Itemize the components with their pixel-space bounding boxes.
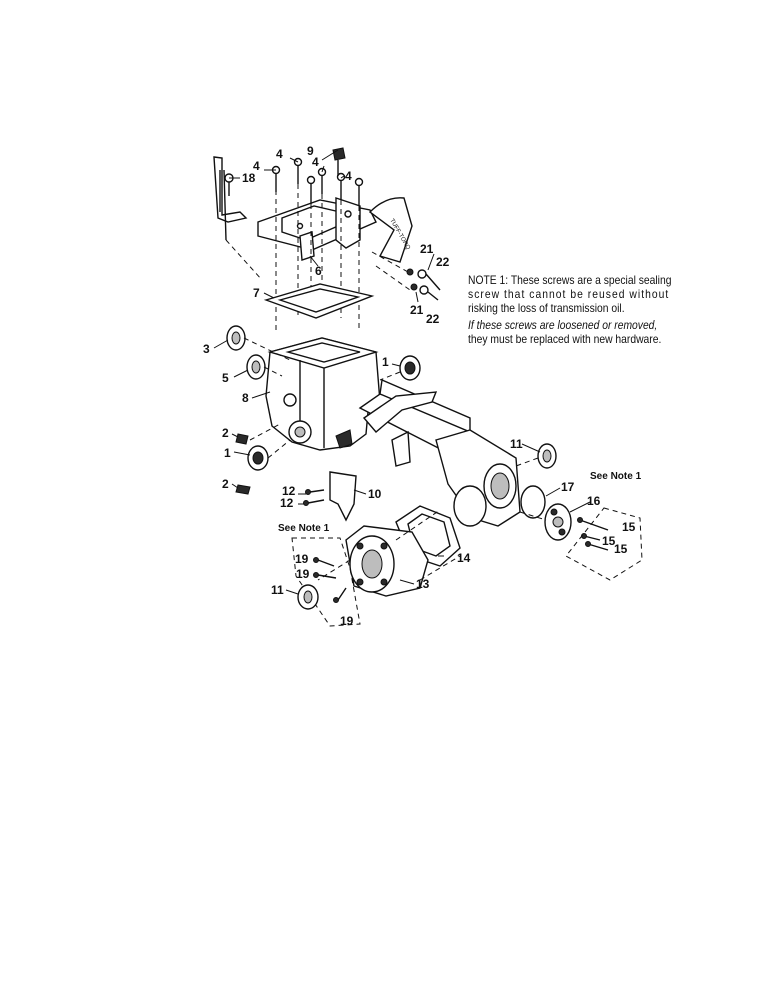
- part-6-lug: [299, 231, 315, 261]
- callout-labels: 9 4 4 4 4 18 6 21 22 21 22 7 3 5 8 1 2 1…: [203, 144, 642, 628]
- note-line-1: NOTE 1: These screws are a special seali…: [468, 273, 672, 287]
- callout-16: 16: [587, 494, 601, 508]
- callout-13: 13: [416, 577, 430, 591]
- callout-15-c: 15: [614, 542, 628, 556]
- part-6-hole-b: [296, 222, 304, 230]
- part-8-side-bore: [283, 393, 297, 407]
- part-8-case-top: [267, 337, 379, 369]
- callout-17: 17: [561, 480, 575, 494]
- callout-3: 3: [203, 342, 210, 356]
- part-9-breather: [332, 147, 346, 161]
- callout-9: 9: [307, 144, 314, 158]
- callout-22-bottom: 22: [426, 312, 440, 326]
- callout-2-top: 2: [222, 426, 229, 440]
- part-16-cover-hole-a: [550, 508, 558, 516]
- callout-14: 14: [457, 551, 471, 565]
- callout-18: 18: [242, 171, 256, 185]
- alignment-lines-bottom: [317, 509, 461, 581]
- part-13-holes: [356, 542, 388, 586]
- part-16-cover-hole-b: [558, 528, 566, 536]
- callout-5: 5: [222, 371, 229, 385]
- callout-11-left: 11: [271, 583, 284, 597]
- callout-12-b: 12: [280, 496, 294, 510]
- part-18-rod: [219, 169, 227, 241]
- note-line-4: If these screws are loosened or removed,: [468, 318, 658, 332]
- part-18-bracket: [213, 156, 248, 223]
- decal-shield: [368, 197, 413, 263]
- part-1-bearing-top-inner: [404, 361, 416, 375]
- callout-19-b: 19: [296, 567, 310, 581]
- part-10-bracket: [329, 471, 357, 522]
- callout-11-right: 11: [510, 437, 523, 451]
- callout-4-c: 4: [312, 155, 319, 169]
- callout-10: 10: [368, 487, 382, 501]
- callout-21-top: 21: [420, 242, 434, 256]
- part-11-seal-left-inner: [303, 590, 313, 604]
- leader-lines: [213, 149, 591, 595]
- part-8-bearing-bore-inner: [294, 426, 306, 438]
- part-1-bearing-bottom-inner: [252, 451, 264, 465]
- part-8-case-inner: [285, 342, 361, 363]
- callout-1-top: 1: [382, 355, 389, 369]
- part-7-gasket-inner: [277, 288, 361, 313]
- part-13-housing-bore: [361, 549, 383, 579]
- part-1-top-leader-dash: [379, 371, 401, 381]
- callout-6: 6: [315, 264, 322, 278]
- right-housing-bottom: [453, 485, 487, 527]
- part-5-bearing-inner: [251, 360, 261, 374]
- part-2-plug-bottom: [235, 484, 251, 495]
- right-housing-opening-inner: [490, 472, 510, 500]
- part-7-gasket: [263, 283, 375, 319]
- callout-12-a: 12: [282, 484, 296, 498]
- callout-4-d: 4: [345, 169, 352, 183]
- part-6-hole-a: [344, 210, 352, 218]
- part-11-seal-right-inner: [542, 449, 552, 463]
- part-2-plug-top: [235, 433, 249, 445]
- callout-15-b: 15: [602, 534, 616, 548]
- alignment-lines-left: [243, 337, 291, 459]
- callout-15-a: 15: [622, 520, 636, 534]
- note-line-5: they must be replaced with new hardware.: [468, 332, 662, 346]
- part-19-group-bracket: [291, 537, 361, 627]
- callout-4-b: 4: [253, 159, 260, 173]
- callout-1-bottom: 1: [224, 446, 231, 460]
- part-12-screws: [303, 489, 325, 506]
- callout-2-bottom: 2: [222, 477, 229, 491]
- part-8-case-dark: [335, 429, 353, 449]
- see-note-left: See Note 1: [278, 523, 330, 534]
- note-1-block: NOTE 1: These screws are a special seali…: [468, 273, 683, 349]
- part-15-screws: [577, 517, 609, 551]
- part-15-group-bracket: [565, 507, 643, 581]
- callout-22-top: 22: [436, 255, 450, 269]
- part-16-cover-center: [552, 516, 564, 528]
- part-16-dash: [519, 511, 547, 521]
- part-21-22-screws: [406, 268, 441, 301]
- see-note-right: See Note 1: [590, 471, 642, 482]
- tube-bracket-lower: [391, 430, 411, 467]
- tube-bracket: [362, 391, 438, 433]
- callout-19-c: 19: [340, 614, 354, 628]
- callout-8: 8: [242, 391, 249, 405]
- part-6-cover-bracket: [335, 197, 361, 249]
- note-line-2: screw that cannot be reused without: [468, 287, 670, 301]
- note-line-3: risking the loss of transmission oil.: [468, 301, 625, 315]
- part-19-screws: [313, 557, 347, 603]
- callout-21-bottom: 21: [410, 303, 424, 317]
- callout-7: 7: [253, 286, 260, 300]
- callout-19-a: 19: [295, 552, 309, 566]
- callout-4-a: 4: [276, 147, 283, 161]
- part-11-right-dash: [515, 457, 539, 467]
- part-3-seal-inner: [231, 331, 241, 345]
- part-17-oring: [520, 485, 546, 519]
